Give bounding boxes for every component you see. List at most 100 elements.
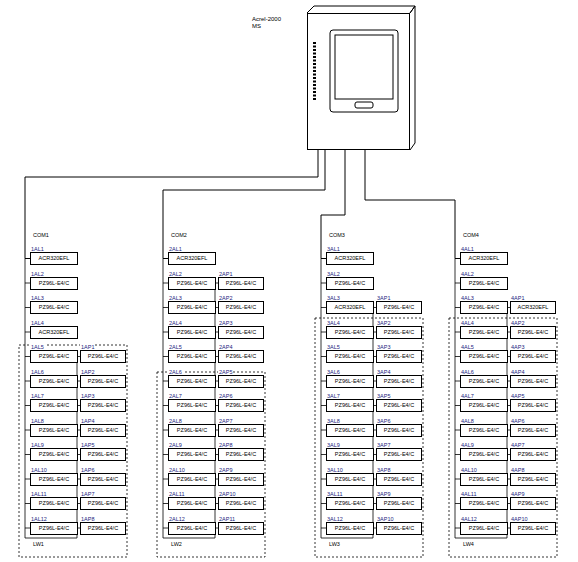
meter-box: 1AP5PZ96L-E4/C [80, 448, 126, 461]
meter-box: 2AP11PZ96L-E4/C [218, 522, 264, 535]
device-tag: 1AL5 [30, 344, 45, 350]
device-tag: 1AP5 [80, 442, 95, 448]
device-tag: 2AL9 [168, 442, 183, 448]
port-label: COM2 [170, 232, 188, 238]
meter-box: 3AP1PZ96L-E4/C [376, 301, 422, 314]
device-tag: 2AP10 [218, 491, 237, 497]
meter-model: PZ96L-E4/C [31, 425, 77, 436]
device-tag: 2AP3 [218, 320, 233, 326]
meter-model: PZ96L-E4/C [377, 351, 421, 362]
meter-model: PZ96L-E4/C [511, 351, 555, 362]
device-tag: 2AL2 [168, 271, 183, 277]
meter-box: 4AL3PZ96L-E4/C [460, 301, 508, 314]
meter-model: PZ96L-E4/C [169, 327, 215, 338]
device-tag: 2AP2 [218, 295, 233, 301]
meter-model: PZ96L-E4/C [461, 425, 507, 436]
meter-model: ACR320EFL [31, 327, 77, 338]
port-label: COM3 [328, 232, 346, 238]
bus-wire [25, 259, 26, 539]
device-tag: 3AP6 [376, 418, 391, 424]
device-tag: 4AL8 [460, 418, 475, 424]
device-tag: 2AL3 [168, 295, 183, 301]
cabinet-region [449, 318, 557, 557]
meter-model: PZ96L-E4/C [81, 498, 125, 509]
meter-model: PZ96L-E4/C [31, 278, 77, 289]
meter-model: PZ96L-E4/C [461, 327, 507, 338]
device-tag: 1AP4 [80, 418, 95, 424]
cabinet-region [157, 372, 265, 557]
meter-box: 1AL9PZ96L-E4/C [30, 448, 78, 461]
device-tag: 3AP5 [376, 393, 391, 399]
port-label: COM1 [32, 232, 50, 238]
meter-box: 3AP9PZ96L-E4/C [376, 497, 422, 510]
meter-box: 3AP3PZ96L-E4/C [376, 350, 422, 363]
device-tag: 1AP7 [80, 491, 95, 497]
device-tag: 4AP9 [510, 491, 525, 497]
device-tag: 1AL10 [30, 467, 48, 473]
meter-box: 4AL10PZ96L-E4/C [460, 473, 508, 486]
meter-model: PZ96L-E4/C [219, 400, 263, 411]
meter-box: 3AP7PZ96L-E4/C [376, 448, 422, 461]
device-tag: 3AL2 [326, 271, 341, 277]
device-tag: 1AL3 [30, 295, 45, 301]
meter-model: PZ96L-E4/C [511, 449, 555, 460]
meter-model: PZ96L-E4/C [461, 351, 507, 362]
meter-box: 3AL8PZ96L-E4/C [326, 424, 374, 437]
meter-box: 1AP2PZ96L-E4/C [80, 375, 126, 388]
meter-model: ACR320EFL [169, 253, 215, 264]
meter-model: PZ96L-E4/C [219, 327, 263, 338]
meter-model: PZ96L-E4/C [461, 278, 507, 289]
device-tag: 4AP10 [510, 516, 529, 522]
meter-box: 4AP6PZ96L-E4/C [510, 424, 556, 437]
device-tag: 2AL5 [168, 344, 183, 350]
port-label: COM4 [462, 232, 480, 238]
meter-box: 4AP10PZ96L-E4/C [510, 522, 556, 535]
meter-box: 3AP10PZ96L-E4/C [376, 522, 422, 535]
device-tag: 2AL10 [168, 467, 186, 473]
device-tag: 3AP8 [376, 467, 391, 473]
device-tag: 1AL12 [30, 516, 48, 522]
meter-model: PZ96L-E4/C [461, 400, 507, 411]
device-tag: 4AL7 [460, 393, 475, 399]
meter-box: 3AL4PZ96L-E4/C [326, 326, 374, 339]
meter-box: 4AP4PZ96L-E4/C [510, 375, 556, 388]
meter-box: 3AL1ACR320EFL [326, 252, 374, 265]
meter-box: 2AL1ACR320EFL [168, 252, 216, 265]
device-tag: 2AL12 [168, 516, 186, 522]
device-tag: 3AL1 [326, 246, 341, 252]
device-tag: 1AL6 [30, 369, 45, 375]
meter-box: 1AP8PZ96L-E4/C [80, 522, 126, 535]
meter-model: PZ96L-E4/C [31, 351, 77, 362]
meter-box: 2AL2PZ96L-E4/C [168, 277, 216, 290]
system-name: Acrel-2000 [252, 16, 281, 23]
meter-box: 4AL5PZ96L-E4/C [460, 350, 508, 363]
meter-model: PZ96L-E4/C [461, 376, 507, 387]
device-tag: 1AP1 [80, 344, 95, 350]
device-tag: 2AP11 [218, 516, 236, 522]
line-label: LW1 [32, 541, 45, 547]
meter-box: 1AL4ACR320EFL [30, 326, 78, 339]
meter-model: PZ96L-E4/C [31, 400, 77, 411]
meter-box: 4AP9PZ96L-E4/C [510, 497, 556, 510]
meter-model: PZ96L-E4/C [377, 498, 421, 509]
controller-cabinet: Acrel-2000MS [307, 13, 410, 150]
meter-box: 1AL6PZ96L-E4/C [30, 375, 78, 388]
meter-box: 2AP6PZ96L-E4/C [218, 399, 264, 412]
meter-model: PZ96L-E4/C [31, 376, 77, 387]
device-tag: 2AP8 [218, 442, 233, 448]
meter-model: PZ96L-E4/C [31, 498, 77, 509]
meter-model: PZ96L-E4/C [169, 376, 215, 387]
meter-model: PZ96L-E4/C [377, 302, 421, 313]
device-tag: 1AP6 [80, 467, 95, 473]
meter-model: PZ96L-E4/C [31, 449, 77, 460]
meter-model: PZ96L-E4/C [219, 376, 263, 387]
line-label: LW2 [170, 541, 183, 547]
device-tag: 2AP9 [218, 467, 233, 473]
line-label: LW4 [462, 541, 475, 547]
device-tag: 4AP3 [510, 344, 525, 350]
meter-box: 4AL12PZ96L-E4/C [460, 522, 508, 535]
meter-box: 2AL9PZ96L-E4/C [168, 448, 216, 461]
device-tag: 2AL7 [168, 393, 183, 399]
meter-box: 3AL7PZ96L-E4/C [326, 399, 374, 412]
device-tag: 1AL11 [30, 491, 48, 497]
